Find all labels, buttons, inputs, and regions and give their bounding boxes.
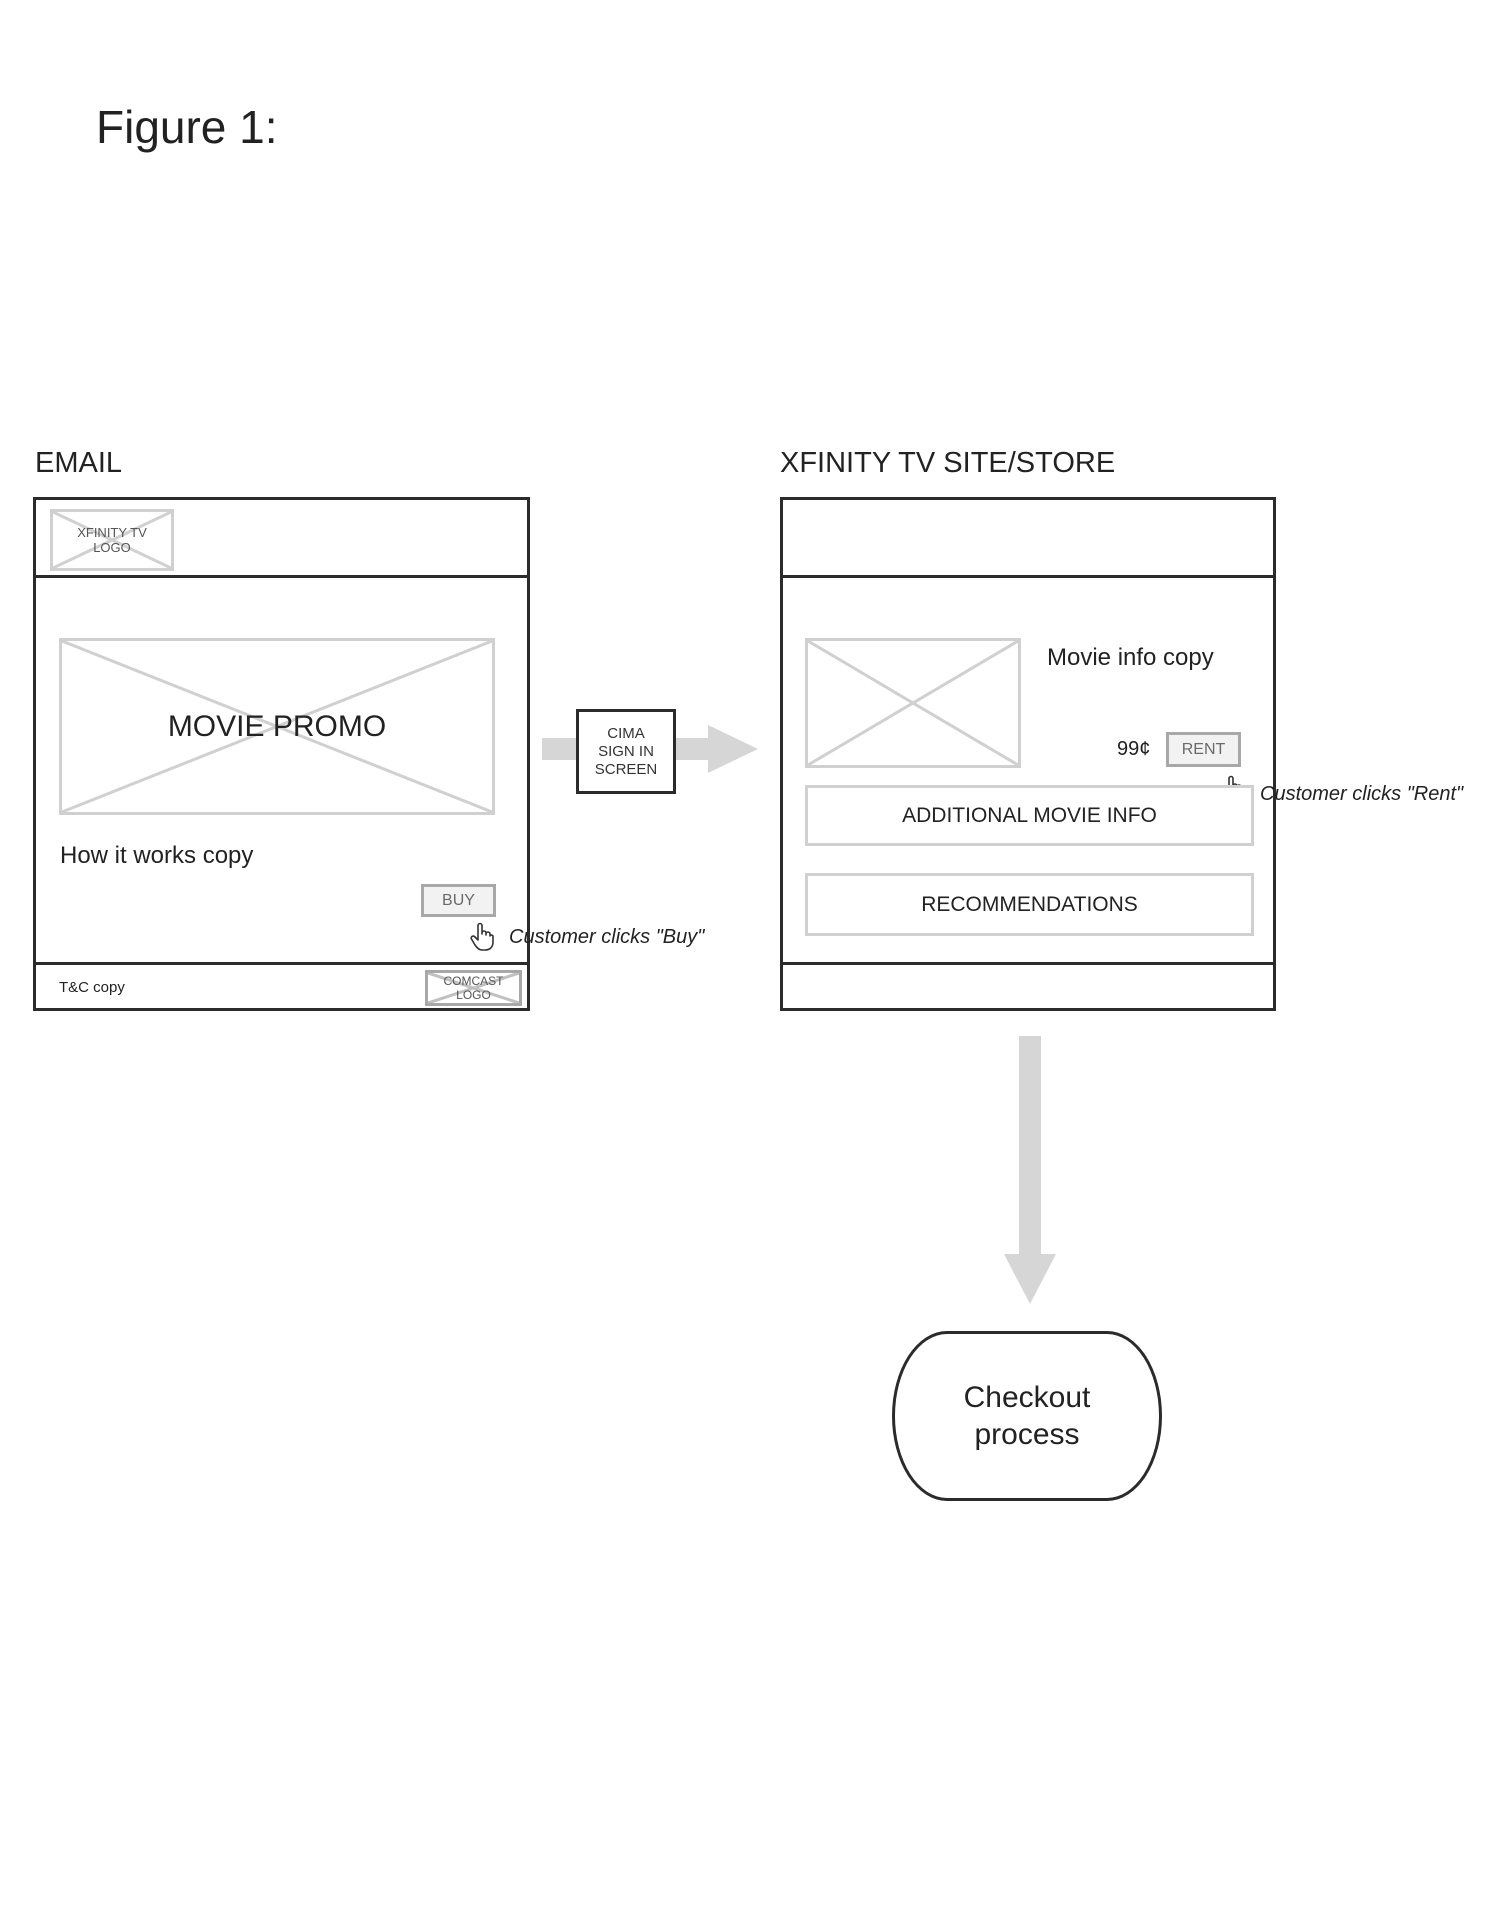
comcast-logo-placeholder: COMCAST LOGO xyxy=(425,970,522,1006)
rent-annotation: Customer clicks "Rent" xyxy=(1260,783,1464,805)
cima-text-3: SCREEN xyxy=(594,760,658,778)
buy-button[interactable]: BUY xyxy=(421,884,496,917)
rent-button[interactable]: RENT xyxy=(1166,732,1241,767)
cima-sign-in-box: CIMA SIGN IN SCREEN xyxy=(576,709,676,794)
checkout-text-1: Checkout xyxy=(963,1381,1091,1414)
xfinity-logo-text-2: LOGO xyxy=(93,540,131,555)
how-it-works-copy: How it works copy xyxy=(60,842,254,869)
email-heading: EMAIL xyxy=(35,447,123,479)
flow-arrow-down xyxy=(1004,1036,1056,1304)
movie-info-copy: Movie info copy xyxy=(1047,644,1214,671)
placeholder-cross-icon xyxy=(62,641,492,812)
email-header-divider xyxy=(33,575,530,578)
checkout-process-node: Checkout process xyxy=(892,1331,1162,1501)
movie-image-placeholder xyxy=(805,638,1021,768)
buy-annotation: Customer clicks "Buy" xyxy=(509,926,705,948)
comcast-logo-text-2: LOGO xyxy=(456,988,491,1002)
placeholder-cross-icon xyxy=(53,512,171,568)
placeholder-cross-icon xyxy=(428,973,519,1003)
additional-movie-info-bar[interactable]: ADDITIONAL MOVIE INFO xyxy=(805,785,1254,846)
figure-title: Figure 1: xyxy=(96,101,278,153)
hand-cursor-icon xyxy=(470,922,494,951)
movie-promo-label: MOVIE PROMO xyxy=(167,709,387,743)
xfinity-logo-text-1: XFINITY TV xyxy=(77,525,147,540)
cima-text-1: CIMA xyxy=(607,724,645,742)
comcast-logo-text-1: COMCAST xyxy=(443,974,504,988)
store-header-divider xyxy=(780,575,1276,578)
xfinity-logo-placeholder: XFINITY TV LOGO xyxy=(50,509,174,571)
store-footer-divider xyxy=(780,962,1276,965)
movie-promo-image: MOVIE PROMO xyxy=(59,638,495,815)
tc-copy: T&C copy xyxy=(59,979,125,996)
email-footer-divider xyxy=(33,962,530,965)
cima-text-2: SIGN IN xyxy=(598,742,654,760)
email-frame xyxy=(33,497,530,1011)
store-heading: XFINITY TV SITE/STORE xyxy=(780,447,1116,479)
price-label: 99¢ xyxy=(1117,738,1151,760)
checkout-text-2: process xyxy=(974,1418,1080,1451)
recommendations-bar[interactable]: RECOMMENDATIONS xyxy=(805,873,1254,936)
placeholder-cross-icon xyxy=(808,641,1018,765)
